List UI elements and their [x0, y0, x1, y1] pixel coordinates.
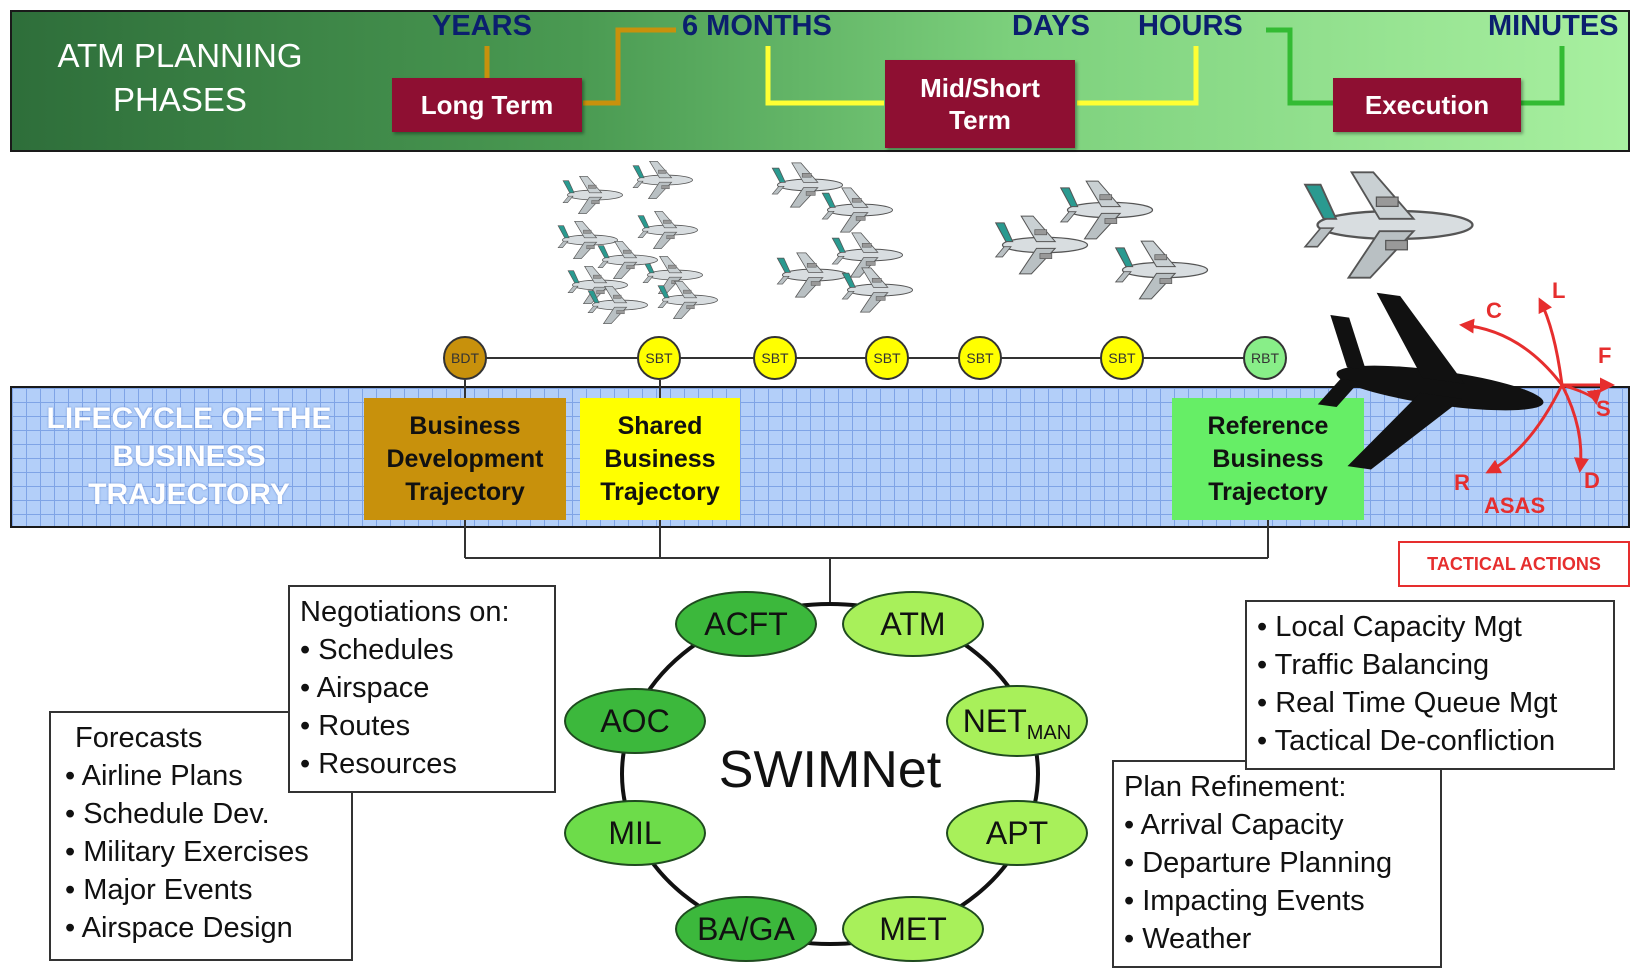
node-sbt-1-label: SBT	[645, 350, 673, 366]
long-term-label: Long Term	[420, 90, 554, 120]
negotiations-item: • Routes	[300, 710, 411, 742]
node-sbt-5-label: SBT	[1108, 350, 1136, 366]
asas-r-label: R	[1454, 470, 1470, 495]
node-bdt-label: BDT	[451, 350, 479, 366]
tick-days: DAYS	[1012, 10, 1090, 42]
tick-minutes: MINUTES	[1488, 10, 1619, 42]
swim-node-acft: ACFT	[675, 591, 817, 657]
lifecycle-title-line1: LIFECYCLE OF THE	[46, 402, 332, 435]
swim-node-net-sub: MAN	[1026, 721, 1072, 744]
swim-node-atm-label: ATM	[880, 605, 946, 642]
mid-short-label-line1: Mid/Short	[920, 73, 1040, 103]
swim-node-aoc-label: AOC	[600, 702, 670, 739]
plan-refinement-item: • Weather	[1124, 923, 1252, 955]
planning-phases-title: ATM PLANNING PHASES	[30, 34, 330, 122]
plan-refinement-item: • Impacting Events	[1124, 885, 1365, 917]
lifecycle-title-line2: BUSINESS	[112, 440, 266, 473]
negotiations-item: • Resources	[300, 748, 457, 780]
sbt-line1: Shared	[617, 411, 703, 440]
execution-label: Execution	[1364, 90, 1490, 120]
lifecycle-title-line3: TRAJECTORY	[88, 478, 290, 511]
node-sbt-3: SBT	[865, 336, 909, 380]
node-sbt-3-label: SBT	[873, 350, 901, 366]
negotiations-item: • Schedules	[300, 634, 454, 666]
node-rbt-label: RBT	[1251, 350, 1279, 366]
plan-refinement-box: Plan Refinement: • Arrival Capacity • De…	[1112, 760, 1442, 968]
negotiations-item: • Airspace	[300, 672, 430, 704]
asas-s-label: S	[1596, 396, 1611, 421]
sbt-box: Shared Business Trajectory	[580, 398, 740, 520]
swim-node-ba-ga-label: BA/GA	[697, 910, 795, 947]
tactical-list-item: • Local Capacity Mgt	[1257, 611, 1522, 643]
swimnet-title: SWIMNet	[718, 741, 942, 799]
swim-node-met-label: MET	[879, 910, 947, 947]
tactical-list-item: • Real Time Queue Mgt	[1257, 687, 1558, 719]
asas-arrows	[1459, 297, 1615, 474]
tactical-actions-badge: TACTICAL ACTIONS	[1398, 541, 1630, 587]
rbt-line1: Reference	[1207, 411, 1329, 440]
swim-node-aoc: AOC	[564, 688, 706, 754]
swim-node-met: MET	[842, 896, 984, 962]
node-sbt-1: SBT	[637, 336, 681, 380]
rbt-line2: Business	[1212, 444, 1324, 473]
node-sbt-5: SBT	[1100, 336, 1144, 380]
mid-short-label-line2: Term	[949, 105, 1011, 135]
forecasts-item: • Schedule Dev.	[65, 798, 270, 830]
bdt-box: Business Development Trajectory	[364, 398, 566, 520]
phase-connectors	[484, 27, 1565, 106]
swim-node-mil-label: MIL	[608, 814, 662, 851]
planning-phases-title-line2: PHASES	[113, 81, 247, 118]
tactical-list-item: • Tactical De-confliction	[1257, 725, 1556, 757]
asas-label: ASAS	[1484, 493, 1545, 518]
tick-years: YEARS	[432, 10, 532, 42]
node-sbt-4-label: SBT	[966, 350, 994, 366]
asas-f-label: F	[1598, 343, 1611, 368]
planning-phases-title-line1: ATM PLANNING	[57, 37, 303, 74]
node-sbt-2: SBT	[753, 336, 797, 380]
sbt-line2: Business	[604, 444, 716, 473]
plan-refinement-heading: Plan Refinement:	[1124, 771, 1347, 803]
tactical-actions-label: TACTICAL ACTIONS	[1427, 553, 1601, 574]
node-sbt-4: SBT	[958, 336, 1002, 380]
plan-refinement-item: • Arrival Capacity	[1124, 809, 1344, 841]
bdt-line2: Development	[386, 444, 544, 473]
forecasts-item: • Airspace Design	[65, 912, 293, 944]
swim-node-apt-label: APT	[985, 814, 1049, 851]
node-sbt-2-label: SBT	[761, 350, 789, 366]
asas-l-label: L	[1552, 278, 1565, 303]
rbt-box: Reference Business Trajectory	[1172, 398, 1364, 520]
swim-node-mil: MIL	[564, 800, 706, 866]
execution-box: Execution	[1333, 78, 1521, 132]
asas-c-label: C	[1486, 298, 1502, 323]
asas-d-label: D	[1584, 468, 1600, 493]
negotiations-box: Negotiations on: • Schedules • Airspace …	[288, 585, 556, 793]
swim-node-apt: APT	[946, 800, 1088, 866]
node-bdt: BDT	[443, 336, 487, 380]
forecasts-item: • Airline Plans	[65, 760, 243, 792]
rbt-line3: Trajectory	[1208, 477, 1328, 506]
forecasts-item: • Military Exercises	[65, 836, 309, 868]
swim-node-net-label: NET	[962, 702, 1027, 739]
mid-short-term-box: Mid/Short Term	[885, 60, 1075, 148]
tactical-list-item: • Traffic Balancing	[1257, 649, 1490, 681]
bdt-line1: Business	[409, 411, 521, 440]
tactical-list-box: • Local Capacity Mgt • Traffic Balancing…	[1245, 600, 1615, 770]
swim-node-ba-ga: BA/GA	[675, 896, 817, 962]
sbt-line3: Trajectory	[600, 477, 720, 506]
tick-six-months: 6 MONTHS	[682, 10, 832, 42]
swim-node-atm: ATM	[842, 591, 984, 657]
bdt-line3: Trajectory	[405, 477, 525, 506]
lifecycle-title: LIFECYCLE OF THE BUSINESS TRAJECTORY	[24, 400, 354, 514]
node-rbt: RBT	[1243, 336, 1287, 380]
forecasts-item: • Major Events	[65, 874, 253, 906]
negotiations-heading: Negotiations on:	[300, 596, 510, 628]
long-term-box: Long Term	[392, 78, 582, 132]
tick-hours: HOURS	[1138, 10, 1243, 42]
plan-refinement-item: • Departure Planning	[1124, 847, 1393, 879]
forecasts-heading: Forecasts	[75, 722, 203, 754]
swim-node-acft-label: ACFT	[704, 605, 788, 642]
